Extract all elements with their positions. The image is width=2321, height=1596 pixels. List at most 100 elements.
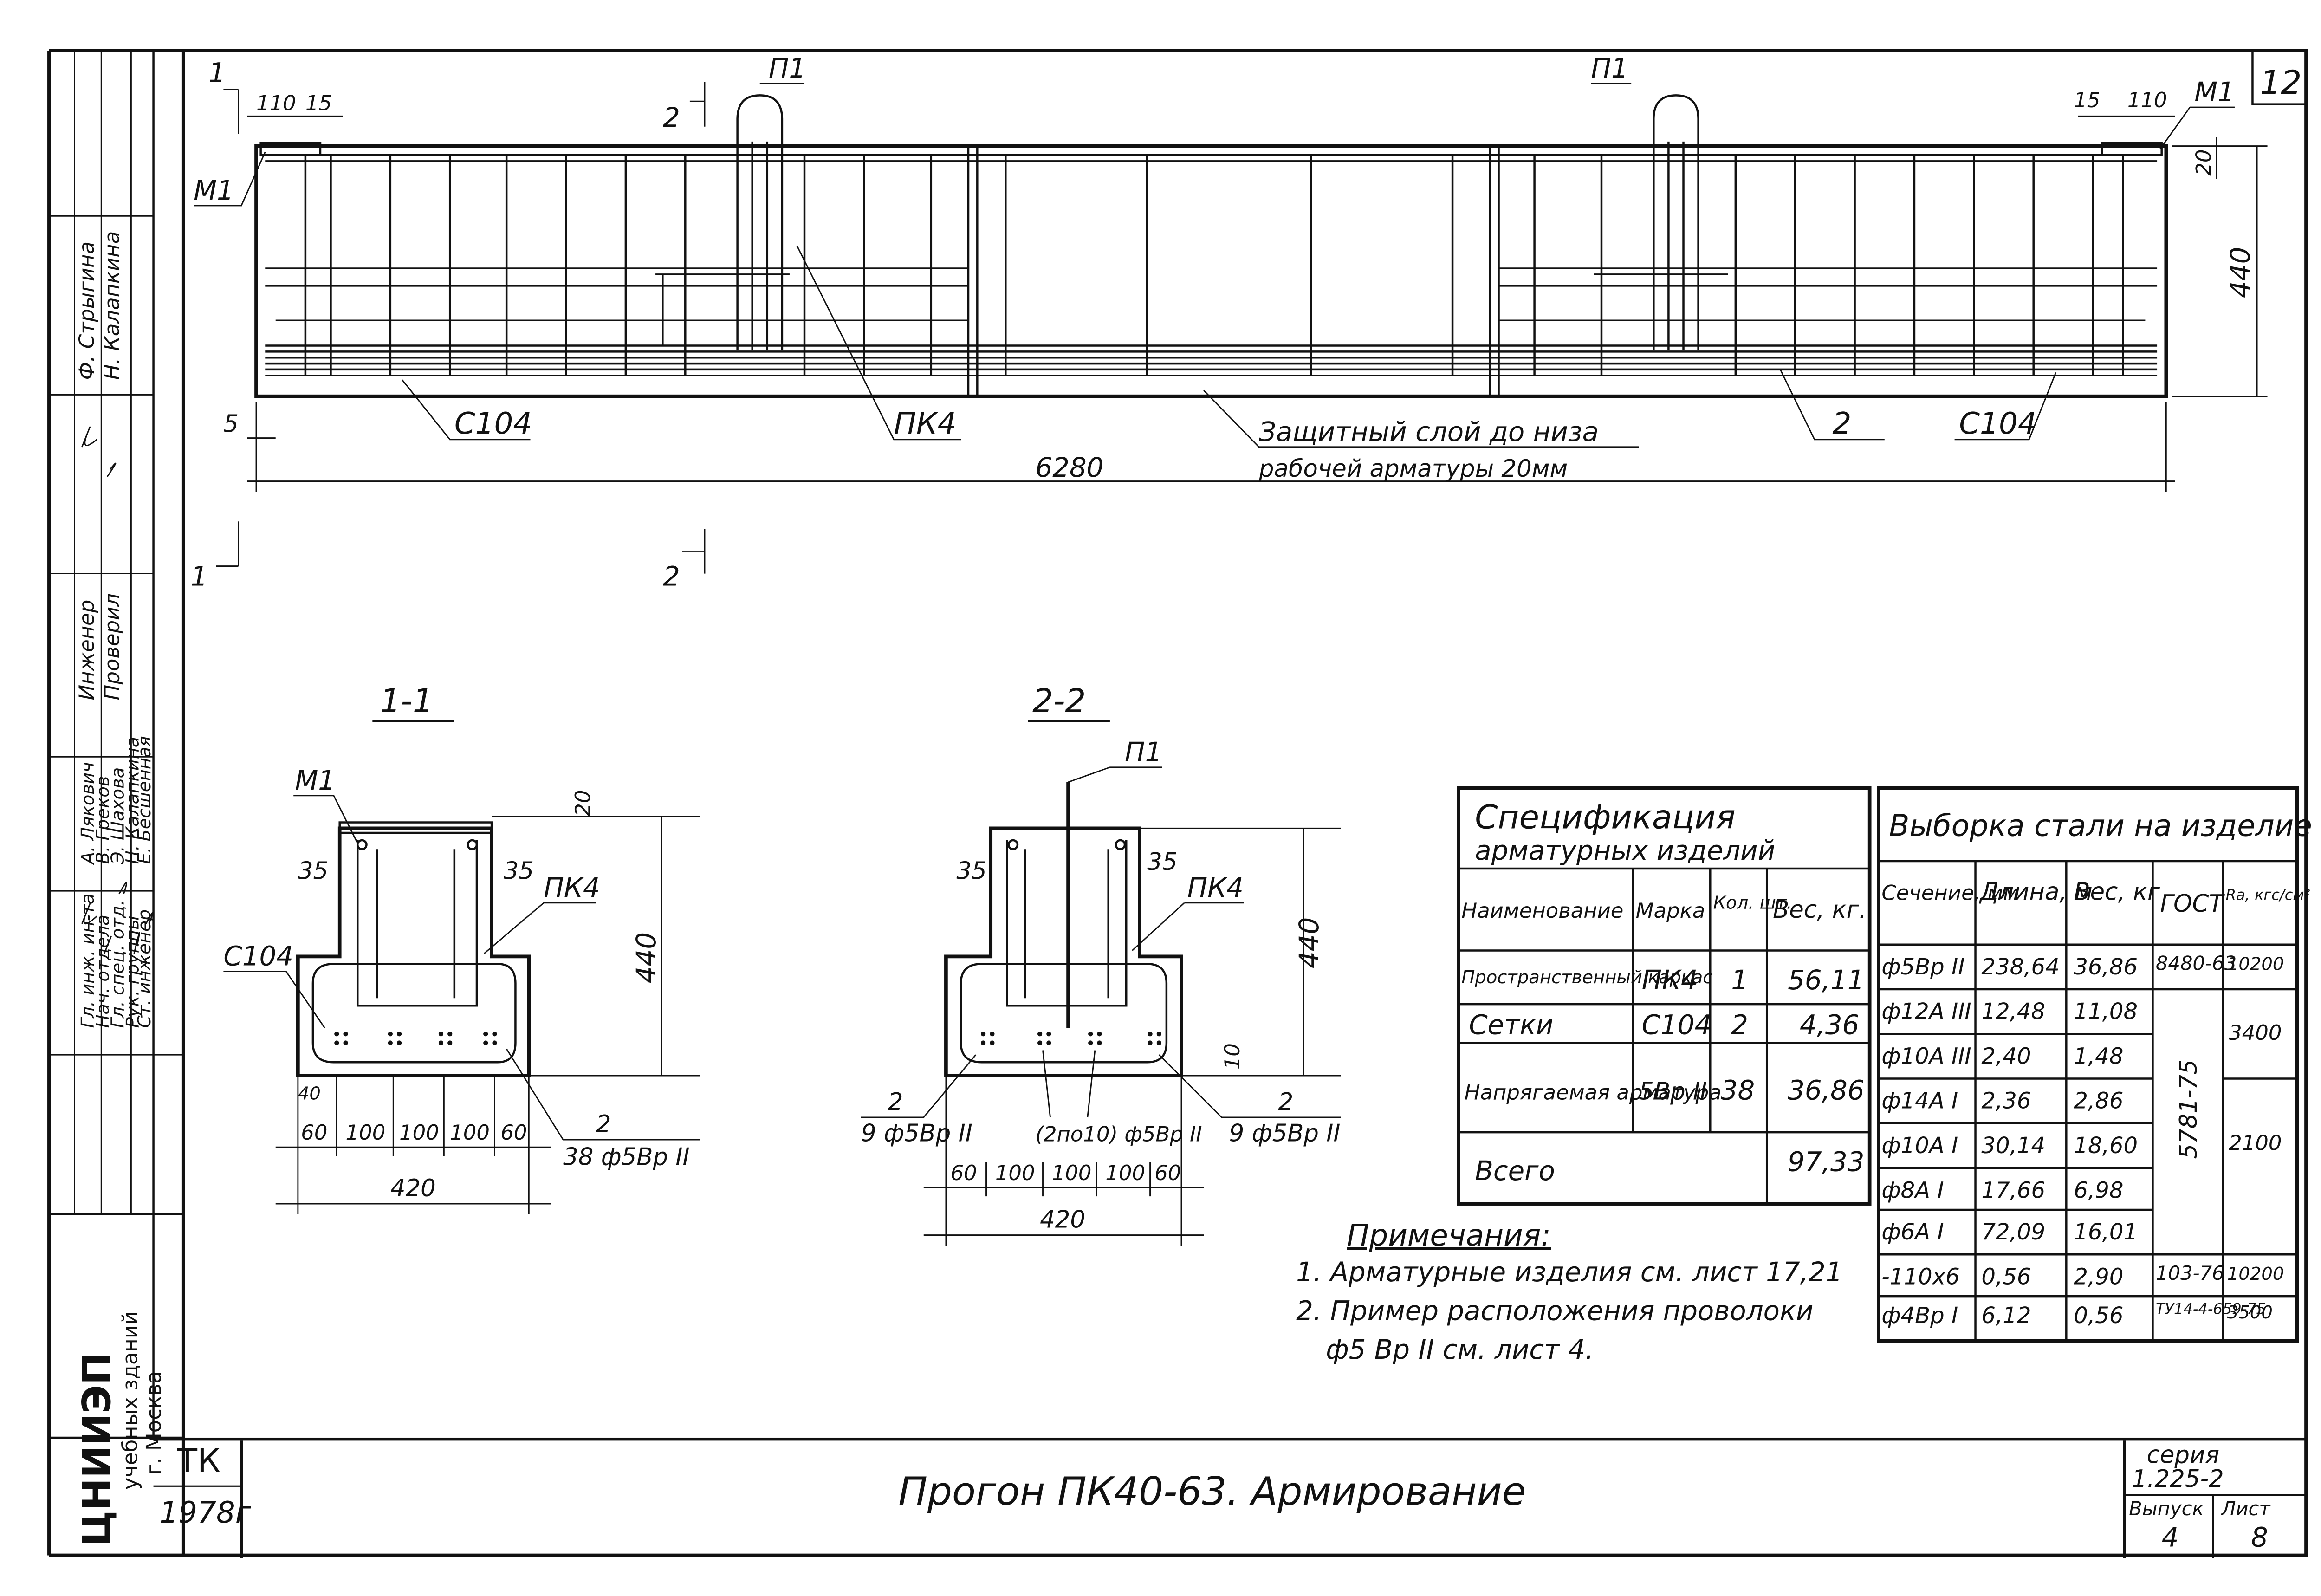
spec-row4-weight: 97,33 [1788, 1146, 1864, 1178]
elevation-view: 1 1 2 2 П1 П1 M1 M1 C104 ПК4 2 C104 Защи… [191, 52, 2268, 592]
sec2-dim-100a: 100 [995, 1161, 1035, 1185]
steel-cell-r9-c1: ф4Вр I [1881, 1302, 1958, 1329]
section-1-prestressed-wires [334, 1032, 497, 1045]
spec-row4-name: Всего [1475, 1155, 1555, 1187]
stamp-org-sub1: учебных зданий [117, 1311, 142, 1490]
sec1-dim-100c: 100 [450, 1120, 490, 1145]
sec1-dim-60a: 60 [301, 1120, 327, 1145]
spec-row2-name: Сетки [1469, 1009, 1553, 1040]
spec-row2-qty: 2 [1731, 1009, 1748, 1040]
tb-series-value: 1.225-2 [2132, 1464, 2224, 1493]
sec1-label-bar: 2 [596, 1110, 611, 1138]
steel-cell-r9-c4: ТУ14-4-659-75 [2155, 1302, 2266, 1319]
stamp-org-big: ЦНИИЭП [74, 1352, 119, 1546]
dim-15-left: 15 [305, 91, 332, 115]
notes-line1: 1. Арматурные изделия см. лист 17,21 [1296, 1257, 1843, 1289]
section-2-2: 2-2 П1 ПК4 35 35 440 10 2 9 ф5Вр II (2по… [861, 681, 1341, 1246]
steel-cell-r8-c3: 2,90 [2074, 1263, 2124, 1291]
sec2-label-bar-left-spec: 9 ф5Вр II [861, 1119, 972, 1147]
sec1-dim-20: 20 [571, 790, 595, 817]
sec2-dim-440: 440 [1293, 917, 1325, 968]
steel-cell-r2-c3: 11,08 [2074, 998, 2138, 1025]
steel-header-ra: Ra, кгс/см² [2226, 886, 2310, 903]
section-1-title: 1-1 [380, 681, 433, 720]
steel-cell-r1-c1: ф5Вр II [1881, 953, 1965, 980]
note-cover-line2: рабочей арматуры 20мм [1258, 455, 1568, 483]
stamp-name-checker: Н. Калапкина [100, 231, 124, 380]
sec1-label-c104: C104 [223, 941, 293, 972]
stamp-position-5: Ст. инженер [134, 909, 155, 1028]
label-c104-right: C104 [1959, 406, 2036, 441]
section-mark-2-bottom: 2 [663, 560, 680, 592]
sec2-label-bar-right: 2 [1278, 1088, 1294, 1116]
stamp-position-3: Гл. спец. отд. [107, 900, 128, 1028]
steel-title: Выборка стали на изделие [1889, 808, 2312, 843]
dim-110-left: 110 [256, 91, 296, 115]
dim-5: 5 [223, 410, 239, 438]
steel-cell-r6-c3: 6,98 [2074, 1177, 2124, 1204]
steel-merged-ra1: 3400 [2229, 1022, 2282, 1046]
label-p1-right: П1 [1591, 52, 1628, 84]
steel-cell-r7-c1: ф6А I [1881, 1219, 1944, 1246]
sec1-dim-440: 440 [630, 932, 662, 983]
stamp-name-5: Е. Бесшенная [134, 736, 155, 864]
spec-row1-weight: 56,11 [1788, 964, 1864, 996]
steel-merged-gost-text: 5781-75 [2174, 1059, 2203, 1159]
tb-title: Прогон ПК40-63. Армирование [898, 1470, 1526, 1515]
sec1-label-pk4: ПК4 [544, 872, 600, 903]
spec-row3-name: Напрягаемая арматура [1465, 1080, 1722, 1104]
stamp-position-checker: Проверил [100, 593, 124, 700]
stamp-position-1: Гл. инж. ин-та [78, 893, 98, 1028]
sheet-frame: 12 [47, 49, 2308, 1557]
section-2-title: 2-2 [1032, 681, 1086, 720]
spec-row3-weight: 36,86 [1788, 1074, 1864, 1106]
signatures [81, 426, 154, 954]
stamp-position-2: Нач. отдела [92, 915, 113, 1028]
stirrups [304, 155, 2124, 376]
section-1-1: 1-1 M1 C104 ПК4 2 38 ф5Вр II 35 35 20 44… [223, 681, 700, 1214]
sec2-label-bar-mid-spec: (2по10) ф5Вр II [1035, 1122, 1202, 1146]
stamp-name-1: А. Лякович [78, 762, 98, 865]
steel-header-section: Сечение, мм [1881, 880, 2019, 905]
sec2-dim-35a: 35 [956, 857, 986, 885]
sec1-dim-35b: 35 [504, 857, 534, 885]
sec2-label-bar-right-spec: 9 ф5Вр II [1229, 1119, 1341, 1147]
steel-cell-r2-c1: ф12А III [1881, 998, 1971, 1025]
sec2-dim-100b: 100 [1052, 1161, 1092, 1185]
steel-cell-r1-c3: 36,86 [2074, 953, 2138, 980]
spec-row3-qty: 38 [1721, 1074, 1755, 1106]
spec-header-mark: Марка [1636, 898, 1705, 923]
tb-series-label: серия [2146, 1440, 2220, 1469]
stamp-name-4: Н. Калапкина [122, 737, 143, 864]
steel-merged-ra2: 2100 [2229, 1132, 2282, 1156]
section-1-embedded-plate [338, 821, 493, 834]
tb-issue-value: 4 [2161, 1522, 2179, 1554]
title-block: ТК 1978г Прогон ПК40-63. Армирование сер… [153, 1437, 2306, 1558]
beam-outline [254, 144, 2168, 398]
sec1-dim-40: 40 [298, 1083, 321, 1104]
notes-block: Примечания: 1. Арматурные изделия см. ли… [1296, 1216, 1862, 1371]
notes-title: Примечания: [1347, 1217, 1551, 1253]
steel-cell-r7-c2: 72,09 [1981, 1219, 2046, 1246]
tb-left-top: ТК [177, 1443, 221, 1481]
left-stamp: Гл. инж. ин-та Нач. отдела Гл. спец. отд… [49, 51, 183, 1546]
sec1-dim-100a: 100 [346, 1120, 386, 1145]
sec2-dim-60b: 60 [1154, 1161, 1181, 1185]
steel-cell-r5-c3: 18,60 [2074, 1132, 2138, 1159]
steel-cell-r4-c1: ф14А I [1881, 1087, 1958, 1115]
spec-row1-mark: ПК4 [1642, 964, 1698, 996]
label-m1-left: M1 [194, 175, 234, 206]
steel-header-weight: Вес, кг [2074, 878, 2160, 906]
embedded-plate-right [2101, 142, 2163, 156]
sec2-dim-420: 420 [1040, 1206, 1085, 1233]
steel-cell-r3-c1: ф10А III [1881, 1043, 1971, 1070]
sec2-label-p1: П1 [1125, 736, 1162, 768]
steel-cell-r3-c3: 1,48 [2074, 1043, 2124, 1070]
steel-cell-r1-c2: 238,64 [1981, 953, 2060, 980]
spec-header-qty: Кол. шт. [1713, 893, 1792, 914]
spec-title-line2: арматурных изделий [1475, 835, 1775, 866]
label-c104-left: C104 [454, 406, 532, 441]
notes-line2: 2. Пример расположения проволоки [1296, 1296, 1814, 1328]
section-mark-2-top: 2 [663, 102, 680, 133]
